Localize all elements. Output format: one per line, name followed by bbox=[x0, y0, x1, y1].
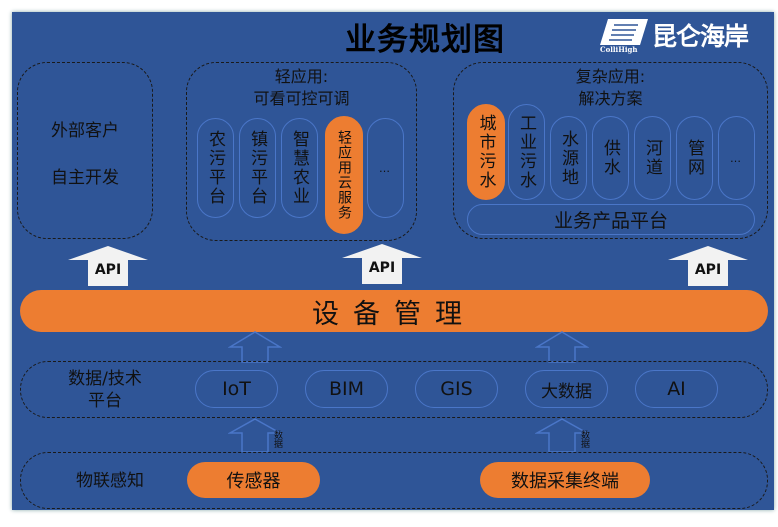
data-arrow-label: 数据 bbox=[579, 430, 589, 448]
light-apps-header1: 轻应用: bbox=[274, 67, 329, 86]
api-label: API bbox=[368, 260, 396, 276]
solution-item[interactable]: 供水 bbox=[592, 116, 629, 200]
tech-item-iot[interactable]: IoT bbox=[195, 370, 278, 408]
light-app-item[interactable]: 智慧农业 bbox=[281, 118, 318, 218]
api-label: API bbox=[694, 262, 722, 278]
light-app-item-more[interactable]: … bbox=[367, 118, 404, 218]
data-arrow-left: 数据 bbox=[227, 418, 283, 453]
external-line1: 外部客户 bbox=[51, 121, 119, 141]
api-arrow-middle: API bbox=[342, 244, 422, 284]
tech-platform-label2: 平台 bbox=[88, 391, 122, 411]
light-app-item-cloud-service[interactable]: 轻应用云服务 bbox=[325, 116, 363, 234]
tech-platform-group bbox=[20, 361, 768, 418]
iot-perception-group bbox=[20, 452, 768, 509]
complex-apps-group bbox=[453, 62, 768, 239]
iot-perception-label: 物联感知 bbox=[76, 471, 144, 491]
logo-mark-icon: ColliHigh bbox=[600, 19, 648, 54]
up-arrow-icon bbox=[668, 246, 748, 286]
complex-apps-header2: 解决方案 bbox=[578, 89, 643, 108]
data-arrow-right: 数据 bbox=[534, 418, 590, 453]
tech-platform-label1: 数据/技术 bbox=[68, 369, 142, 389]
complex-apps-header1: 复杂应用: bbox=[575, 67, 646, 86]
logo-name: 昆仑海岸 bbox=[652, 22, 749, 51]
solution-item[interactable]: 管网 bbox=[676, 116, 713, 200]
sensor-item[interactable]: 传感器 bbox=[187, 462, 320, 498]
api-label: API bbox=[94, 262, 122, 278]
data-collection-terminal-item[interactable]: 数据采集终端 bbox=[480, 462, 650, 498]
logo-subtext: ColliHigh bbox=[600, 45, 638, 54]
api-arrow-right: API bbox=[668, 246, 748, 286]
api-arrow-left: API bbox=[68, 246, 148, 286]
solution-item[interactable]: 水源地 bbox=[550, 116, 587, 200]
light-app-item[interactable]: 镇污平台 bbox=[239, 118, 276, 218]
diagram-title: 业务规划图 bbox=[345, 22, 505, 58]
tech-item-bim[interactable]: BIM bbox=[305, 370, 388, 408]
solution-item-city-sewage[interactable]: 城市污水 bbox=[467, 104, 505, 200]
external-group bbox=[17, 62, 153, 239]
light-apps-group bbox=[186, 62, 417, 241]
device-management-bar[interactable]: 设备管理 bbox=[20, 290, 768, 332]
hollow-up-arrow-icon bbox=[228, 331, 282, 363]
solution-item[interactable]: 工业污水 bbox=[508, 104, 545, 200]
external-line2: 自主开发 bbox=[51, 168, 119, 188]
business-product-platform[interactable]: 业务产品平台 bbox=[467, 204, 755, 235]
hollow-up-arrow-icon bbox=[535, 331, 589, 363]
solution-item-more[interactable]: … bbox=[718, 116, 755, 200]
up-arrow-icon bbox=[68, 246, 148, 286]
solution-item[interactable]: 河道 bbox=[634, 116, 671, 200]
data-arrow-label: 数据 bbox=[272, 430, 282, 448]
light-apps-header2: 可看可控可调 bbox=[253, 89, 350, 108]
brand-logo: ColliHigh 昆仑海岸 bbox=[600, 18, 768, 54]
tech-item-ai[interactable]: AI bbox=[635, 370, 718, 408]
up-arrow-icon bbox=[342, 244, 422, 284]
light-app-item[interactable]: 农污平台 bbox=[197, 118, 234, 218]
tech-item-gis[interactable]: GIS bbox=[415, 370, 498, 408]
tech-item-big-data[interactable]: 大数据 bbox=[525, 370, 608, 408]
